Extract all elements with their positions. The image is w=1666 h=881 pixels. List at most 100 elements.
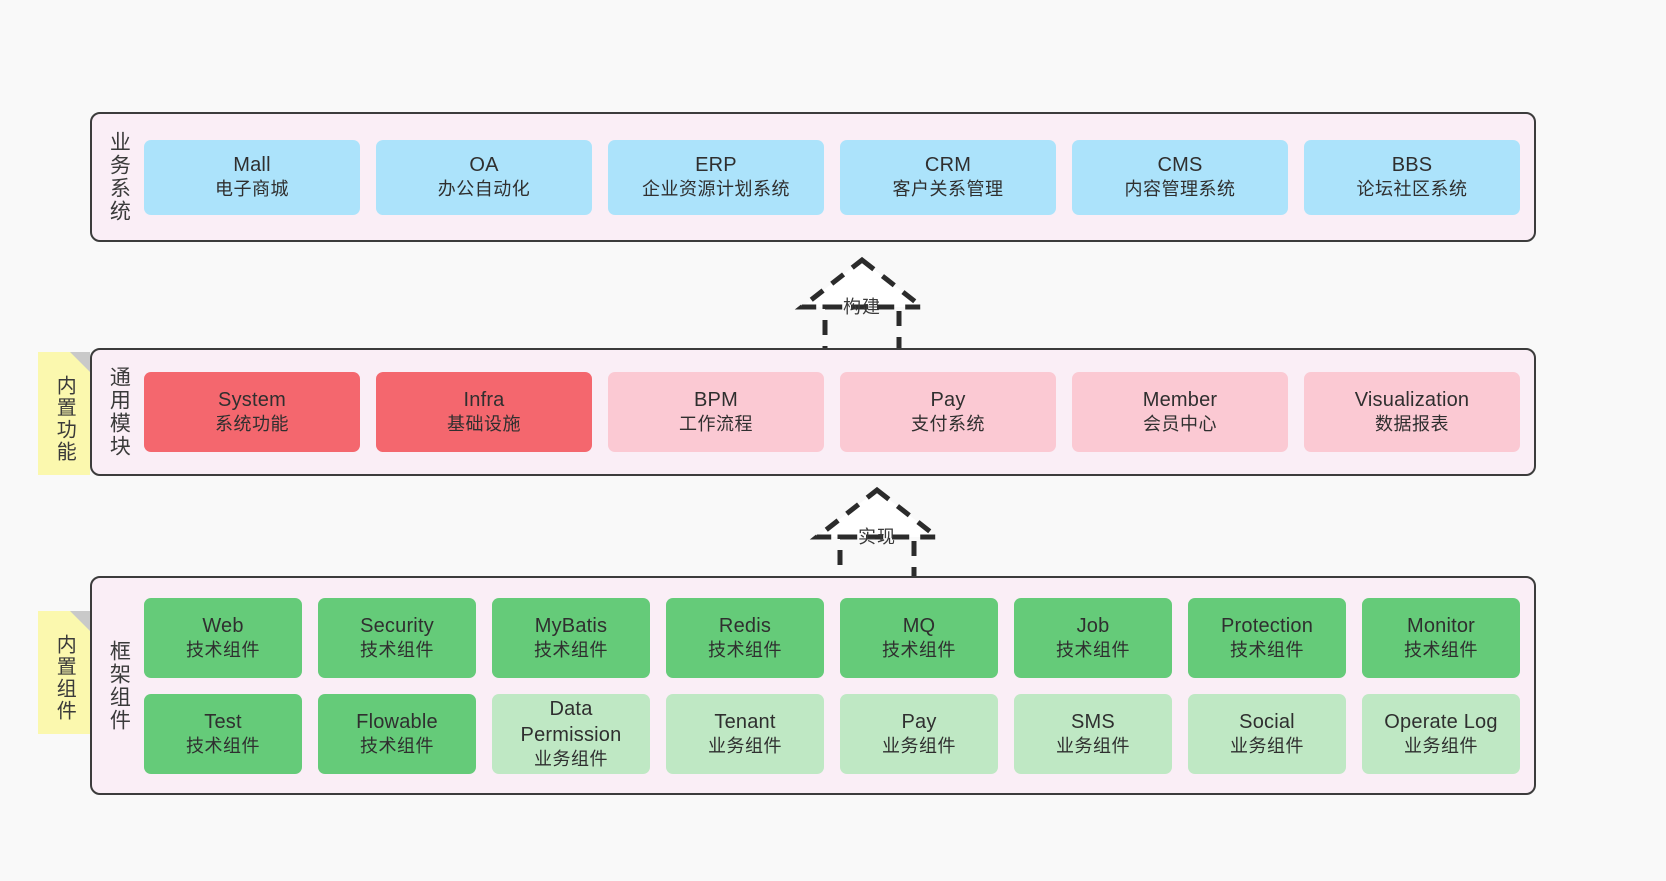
card-protection[interactable]: Protection 技术组件 [1188, 597, 1346, 678]
card-subtitle: 技术组件 [360, 639, 434, 660]
card-operate-log[interactable]: Operate Log 业务组件 [1362, 693, 1520, 774]
layer-label-business-systems: 业务系统 [107, 131, 131, 223]
card-cms[interactable]: CMS 内容管理系统 [1072, 139, 1288, 215]
card-flowable[interactable]: Flowable 技术组件 [318, 693, 476, 774]
card-subtitle: 业务组件 [1404, 735, 1478, 756]
card-subtitle: 工作流程 [679, 414, 753, 435]
card-title: ERP [695, 154, 737, 177]
card-title: Member [1142, 389, 1218, 412]
common-modules-row: System 系统功能 Infra 基础设施 BPM 工作流程 Pay 支付系统… [144, 372, 1520, 452]
card-title: Infra [463, 389, 505, 412]
card-pay-component[interactable]: Pay 业务组件 [840, 693, 998, 774]
card-job[interactable]: Job 技术组件 [1014, 597, 1172, 678]
card-infra[interactable]: Infra 基础设施 [376, 372, 592, 452]
card-tenant[interactable]: Tenant 业务组件 [666, 693, 824, 774]
layer-label-framework-components: 框架组件 [107, 639, 131, 732]
card-title: Protection [1220, 614, 1314, 637]
card-subtitle: 业务组件 [1230, 735, 1304, 756]
card-bpm[interactable]: BPM 工作流程 [608, 372, 824, 452]
connector-build: 构建 [757, 255, 967, 355]
card-subtitle: 数据报表 [1375, 414, 1449, 435]
card-test[interactable]: Test 技术组件 [144, 693, 302, 774]
card-title: Security [360, 614, 434, 637]
card-title: Web [202, 614, 244, 637]
card-subtitle: 业务组件 [708, 735, 782, 756]
card-subtitle: 会员中心 [1143, 414, 1217, 435]
card-title: Pay [930, 389, 966, 412]
card-title: Visualization [1354, 389, 1470, 412]
card-social[interactable]: Social 业务组件 [1188, 693, 1346, 774]
card-sms[interactable]: SMS 业务组件 [1014, 693, 1172, 774]
note-builtin-components: 内置组件 [38, 611, 90, 734]
card-title: Social [1239, 710, 1295, 733]
layer-body-business-systems: Mall 电子商城 OA 办公自动化 ERP 企业资源计划系统 CRM 客户关系… [144, 114, 1534, 240]
note-builtin-features: 内置功能 [38, 352, 90, 475]
card-security[interactable]: Security 技术组件 [318, 597, 476, 678]
card-mybatis[interactable]: MyBatis 技术组件 [492, 597, 650, 678]
card-title: System [218, 389, 286, 412]
note-label: 内置组件 [53, 633, 76, 722]
card-visualization[interactable]: Visualization 数据报表 [1304, 372, 1520, 452]
card-title: SMS [1071, 710, 1115, 733]
card-subtitle: 技术组件 [1056, 639, 1130, 660]
card-system[interactable]: System 系统功能 [144, 372, 360, 452]
connector-label-build: 构建 [843, 297, 881, 317]
layer-body-common-modules: System 系统功能 Infra 基础设施 BPM 工作流程 Pay 支付系统… [144, 350, 1534, 474]
card-title: OA [469, 154, 499, 177]
card-monitor[interactable]: Monitor 技术组件 [1362, 597, 1520, 678]
generalization-arrow-icon [809, 486, 945, 584]
card-subtitle: 技术组件 [186, 639, 260, 660]
card-subtitle: 技术组件 [708, 639, 782, 660]
card-subtitle: 业务组件 [1056, 735, 1130, 756]
card-data-permission[interactable]: Data Permission 业务组件 [492, 693, 650, 774]
card-subtitle: 业务组件 [534, 748, 608, 769]
card-title: Flowable [356, 710, 438, 733]
card-title: BBS [1391, 154, 1433, 177]
card-subtitle: 业务组件 [882, 735, 956, 756]
card-pay-module[interactable]: Pay 支付系统 [840, 372, 1056, 452]
card-title: Mall [233, 154, 271, 177]
card-redis[interactable]: Redis 技术组件 [666, 597, 824, 678]
card-subtitle: 办公自动化 [437, 179, 531, 200]
layer-label-common-modules: 通用模块 [107, 366, 131, 458]
card-subtitle: 论坛社区系统 [1356, 179, 1468, 200]
card-erp[interactable]: ERP 企业资源计划系统 [608, 139, 824, 215]
card-title: Test [204, 710, 242, 733]
card-mq[interactable]: MQ 技术组件 [840, 597, 998, 678]
card-subtitle: 企业资源计划系统 [642, 179, 790, 200]
card-subtitle: 支付系统 [911, 414, 985, 435]
connector-realize: 实现 [772, 485, 982, 585]
card-title: Tenant [714, 710, 776, 733]
card-subtitle: 技术组件 [360, 735, 434, 756]
card-title: CRM [924, 154, 972, 177]
card-subtitle: 技术组件 [1404, 639, 1478, 660]
card-title: Data Permission [520, 697, 622, 746]
card-title: MyBatis [534, 614, 608, 637]
card-mall[interactable]: Mall 电子商城 [144, 139, 360, 215]
card-subtitle: 技术组件 [186, 735, 260, 756]
card-title: Pay [901, 710, 937, 733]
layer-common-modules: 通用模块 System 系统功能 Infra 基础设施 BPM 工作流程 Pay… [90, 348, 1536, 476]
card-subtitle: 系统功能 [215, 414, 289, 435]
card-crm[interactable]: CRM 客户关系管理 [840, 139, 1056, 215]
card-title: Job [1076, 614, 1110, 637]
note-label: 内置功能 [53, 374, 76, 463]
card-title: CMS [1157, 154, 1203, 177]
card-subtitle: 内容管理系统 [1124, 179, 1236, 200]
framework-tech-row: Web 技术组件 Security 技术组件 MyBatis 技术组件 Redi… [144, 597, 1520, 678]
card-subtitle: 客户关系管理 [892, 179, 1004, 200]
card-bbs[interactable]: BBS 论坛社区系统 [1304, 139, 1520, 215]
card-oa[interactable]: OA 办公自动化 [376, 139, 592, 215]
card-web[interactable]: Web 技术组件 [144, 597, 302, 678]
layer-business-systems: 业务系统 Mall 电子商城 OA 办公自动化 ERP 企业资源计划系统 CRM… [90, 112, 1536, 242]
business-systems-row: Mall 电子商城 OA 办公自动化 ERP 企业资源计划系统 CRM 客户关系… [144, 139, 1520, 215]
card-subtitle: 技术组件 [1230, 639, 1304, 660]
generalization-arrow-icon [794, 256, 930, 354]
card-title: Monitor [1406, 614, 1476, 637]
card-member[interactable]: Member 会员中心 [1072, 372, 1288, 452]
card-subtitle: 技术组件 [882, 639, 956, 660]
framework-biz-row: Test 技术组件 Flowable 技术组件 Data Permission … [144, 693, 1520, 774]
layer-framework-components: 框架组件 Web 技术组件 Security 技术组件 MyBatis 技术组件… [90, 576, 1536, 795]
card-title: MQ [902, 614, 936, 637]
card-subtitle: 基础设施 [447, 414, 521, 435]
